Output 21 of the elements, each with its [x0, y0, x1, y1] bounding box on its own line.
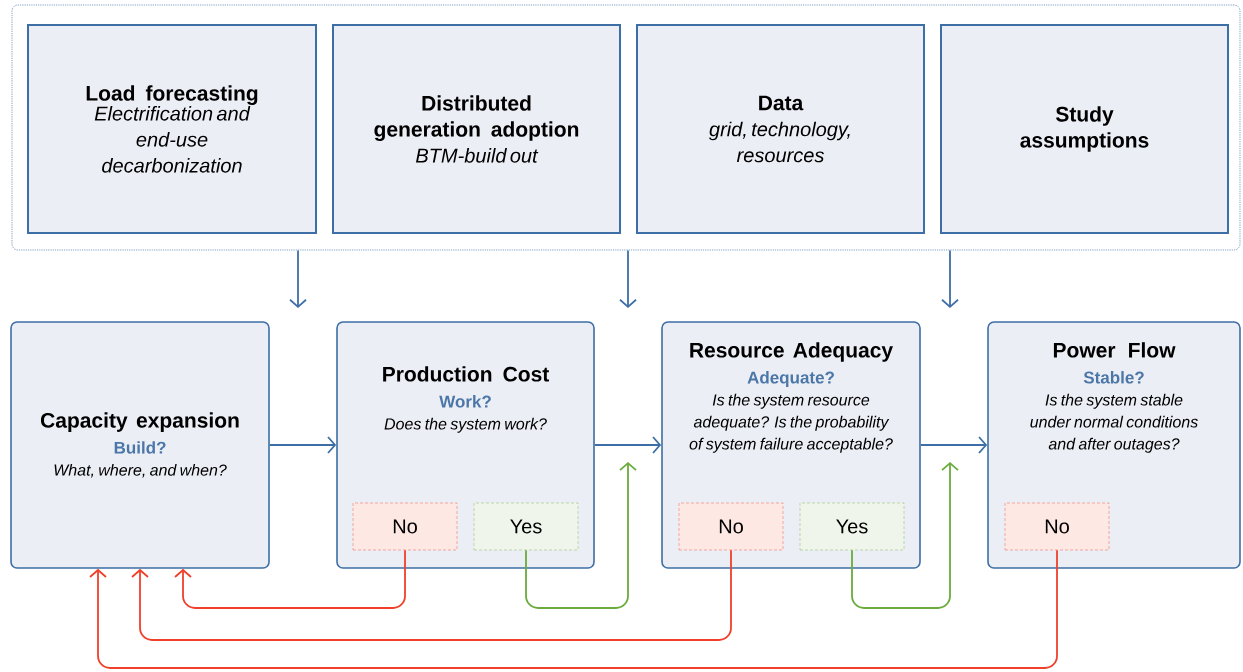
stage-box: Capacity expansion Build? What, where, and when?	[10, 321, 270, 569]
arrow	[525, 462, 637, 609]
input-box: Load forecasting Electrification and end-use decarbonization	[27, 24, 317, 234]
arrow	[919, 436, 988, 454]
input-box: Distributed generation adoption BTM-build out	[332, 24, 621, 234]
arrow	[941, 249, 959, 308]
arrow	[593, 436, 662, 454]
no-box: No	[1004, 502, 1110, 551]
arrow	[268, 436, 337, 454]
arrow	[851, 462, 959, 609]
input-box: Data grid, technology, resources	[636, 24, 925, 234]
yes-box: Yes	[799, 502, 905, 551]
arrow	[174, 549, 406, 609]
arrow	[619, 249, 637, 308]
no-box: No	[352, 502, 458, 551]
yes-box: Yes	[473, 502, 579, 551]
arrow	[131, 549, 732, 641]
arrow	[89, 549, 1058, 669]
input-box: Study assumptions	[940, 24, 1229, 234]
arrow	[289, 249, 307, 308]
no-box: No	[678, 502, 784, 551]
